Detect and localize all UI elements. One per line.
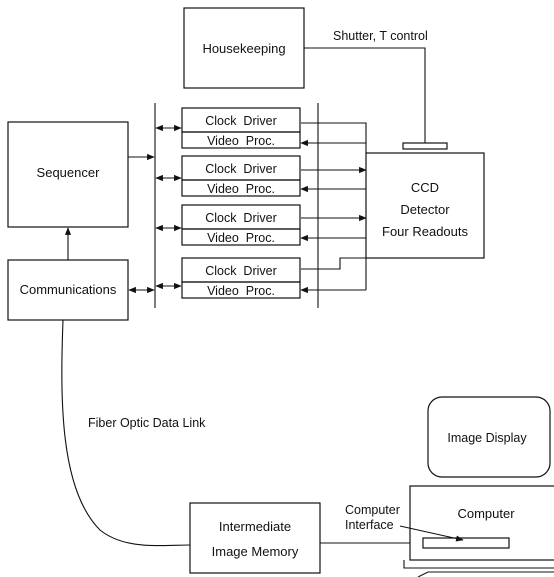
image-memory-label-line2: Image Memory <box>212 544 299 559</box>
shutter-actuator <box>402 142 448 150</box>
image-memory-label-line1: Intermediate <box>219 519 291 534</box>
video-proc-label: Video Proc. <box>207 231 275 245</box>
computer-interface-label-line2: Interface <box>345 518 394 532</box>
image-display-label: Image Display <box>447 431 527 445</box>
clock-to-ccd-line <box>301 122 367 153</box>
image-display-monitor <box>427 396 551 478</box>
computer-base <box>403 560 554 569</box>
fiber-optic-link-label: Fiber Optic Data Link <box>88 416 206 430</box>
clock-driver-label: Clock Driver <box>205 114 277 128</box>
clock-driver-label: Clock Driver <box>205 264 277 278</box>
video-proc-box <box>181 228 301 246</box>
clock-driver-label: Clock Driver <box>205 162 277 176</box>
video-proc-label: Video Proc. <box>207 134 275 148</box>
computer-box <box>409 485 554 561</box>
four-readouts-label: Four Readouts <box>382 224 468 239</box>
image-memory-box <box>189 502 321 574</box>
detector-label: Detector <box>400 202 450 217</box>
video-proc-label: Video Proc. <box>207 284 275 298</box>
ccd-label: CCD <box>411 180 439 195</box>
sequencer-label: Sequencer <box>37 165 101 180</box>
video-proc-label: Video Proc. <box>207 182 275 196</box>
shutter-control-line <box>304 47 426 143</box>
shutter-control-label: Shutter, T control <box>333 29 428 43</box>
video-proc-box <box>181 131 301 149</box>
computer-label: Computer <box>457 506 515 521</box>
video-proc-box <box>181 281 301 299</box>
video-proc-box <box>181 179 301 197</box>
fiber-optic-cable <box>61 319 191 547</box>
computer-interface-label-line1: Computer <box>345 503 400 517</box>
communications-label: Communications <box>20 282 117 297</box>
clock-to-ccd-line <box>301 257 366 270</box>
interface-pointer-arrow <box>399 525 464 542</box>
housekeeping-label: Housekeeping <box>202 41 285 56</box>
computer-interface-card <box>422 537 510 549</box>
ccd-detector-box <box>365 152 485 259</box>
sequencer-box <box>7 121 129 228</box>
keyboard <box>417 571 554 577</box>
clock-driver-label: Clock Driver <box>205 211 277 225</box>
